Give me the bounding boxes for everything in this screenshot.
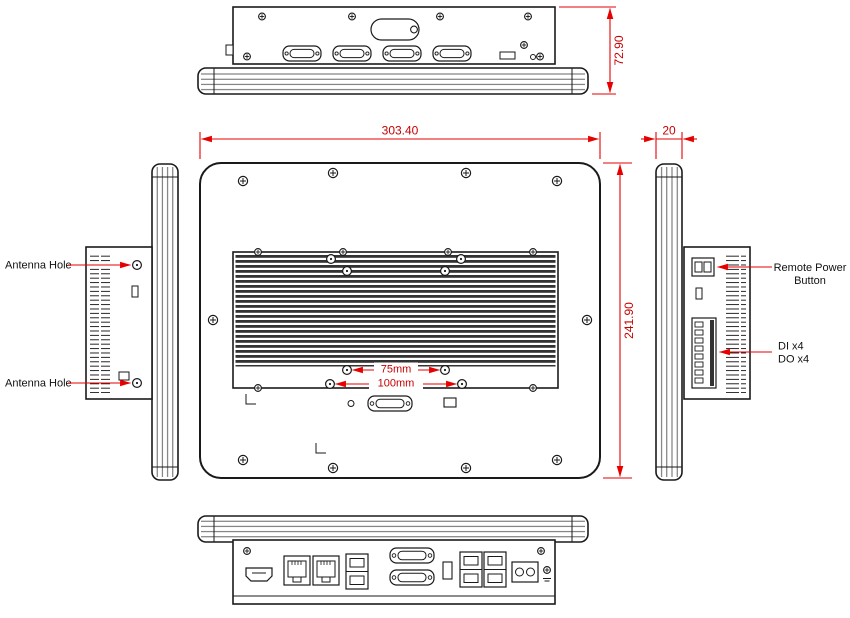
screw-icon [243,52,251,61]
vent-slots [90,255,110,393]
bottom-view [197,515,589,605]
screw-icon [207,314,219,326]
screw-icon [327,462,339,474]
vesa-hole [456,254,466,264]
vesa-75-dimension: 75mm [342,362,450,376]
screw-icon [551,454,563,466]
battery-screw-icon [410,25,418,34]
dimension-width-value: 303.40 [382,124,419,138]
small-connector [118,371,130,381]
vesa-75-label: 75mm [381,364,412,376]
panel-edge-top [197,67,589,95]
screw-icon [520,41,528,49]
antenna-hole-bottom [132,378,142,388]
right-callouts: Remote Power Button DI x4 DO x4 [716,262,847,366]
lan-port-2 [312,555,340,586]
screw-icon [581,314,593,326]
antenna-hole-top-label: Antenna Hole [5,260,72,272]
screw-icon [543,566,551,574]
top-view [197,6,589,95]
screw-icon [327,167,339,179]
dimension-depth: 72.90 [559,6,626,95]
remote-power-label-line1: Remote Power [774,262,847,274]
screw-icon [339,248,347,256]
do-label: DO x4 [778,354,809,366]
remote-power-button-connector [691,257,715,277]
side-connector-nub [225,44,234,56]
com-port [367,395,413,412]
di-label: DI x4 [778,341,804,353]
com-port-2 [389,569,435,586]
vesa-hole [325,379,335,389]
screw-icon [537,547,545,555]
power-terminal [511,561,539,583]
com-port-1 [389,547,435,564]
dimension-height-value: 241.90 [622,302,636,339]
lan-port-1 [283,555,311,586]
vesa-hole [440,266,450,276]
hdmi-port [245,567,273,582]
small-slot [695,287,703,300]
vesa-hole [342,365,352,375]
usb-ports-a [345,553,369,590]
usb-ports-c [483,551,507,588]
small-port [442,561,453,580]
vesa-hole [457,379,467,389]
screw-icon [536,52,544,61]
screw-icon [524,12,532,21]
screw-icon [258,12,266,21]
screw-icon [254,384,262,392]
vesa-hole [326,254,336,264]
screw-icon [243,547,251,555]
vesa-hole [440,365,450,375]
right-side-view [655,163,751,481]
com-port [382,45,422,62]
com-port [332,45,372,62]
di-do-terminal [691,317,717,389]
screw-icon [237,454,249,466]
vesa-hole [342,266,352,276]
antenna-callouts: Antenna Hole Antenna Hole [5,260,132,390]
dimension-depth-value: 72.90 [612,35,626,65]
rear-view: 75mm 100mm [199,162,601,479]
screw-icon [529,248,537,256]
small-hole [530,54,536,60]
small-slot [131,285,139,298]
antenna-hole-top [132,260,142,270]
cmos-battery [370,18,420,41]
com-port [282,45,322,62]
alignment-mark [315,443,326,454]
rear-bottom-connector [347,395,457,412]
left-side-view [85,163,179,481]
dimension-side-depth: 20 [641,124,697,159]
screw-icon [254,248,262,256]
screw-icon [436,12,444,21]
screw-icon [551,175,563,187]
remote-power-label-line2: Button [794,275,826,287]
vesa-100-label: 100mm [378,378,415,390]
screw-icon [237,175,249,187]
screw-icon [460,167,472,179]
screw-icon [348,12,356,21]
small-slot [499,51,516,60]
screw-icon [444,248,452,256]
vesa-100-dimension: 100mm [325,376,467,390]
screw-icon [529,384,537,392]
dimension-height: 241.90 [603,162,636,479]
vent-slots [726,255,746,393]
dimension-side-depth-value: 20 [662,124,676,138]
com-port [432,45,472,62]
screw-icon [460,462,472,474]
usb-ports-b [459,551,483,588]
panel-edge-bottom [197,515,589,543]
dimension-width: 303.40 [199,124,601,159]
antenna-hole-bottom-label: Antenna Hole [5,378,72,390]
grounding-screw [543,566,551,582]
alignment-mark [245,394,256,405]
